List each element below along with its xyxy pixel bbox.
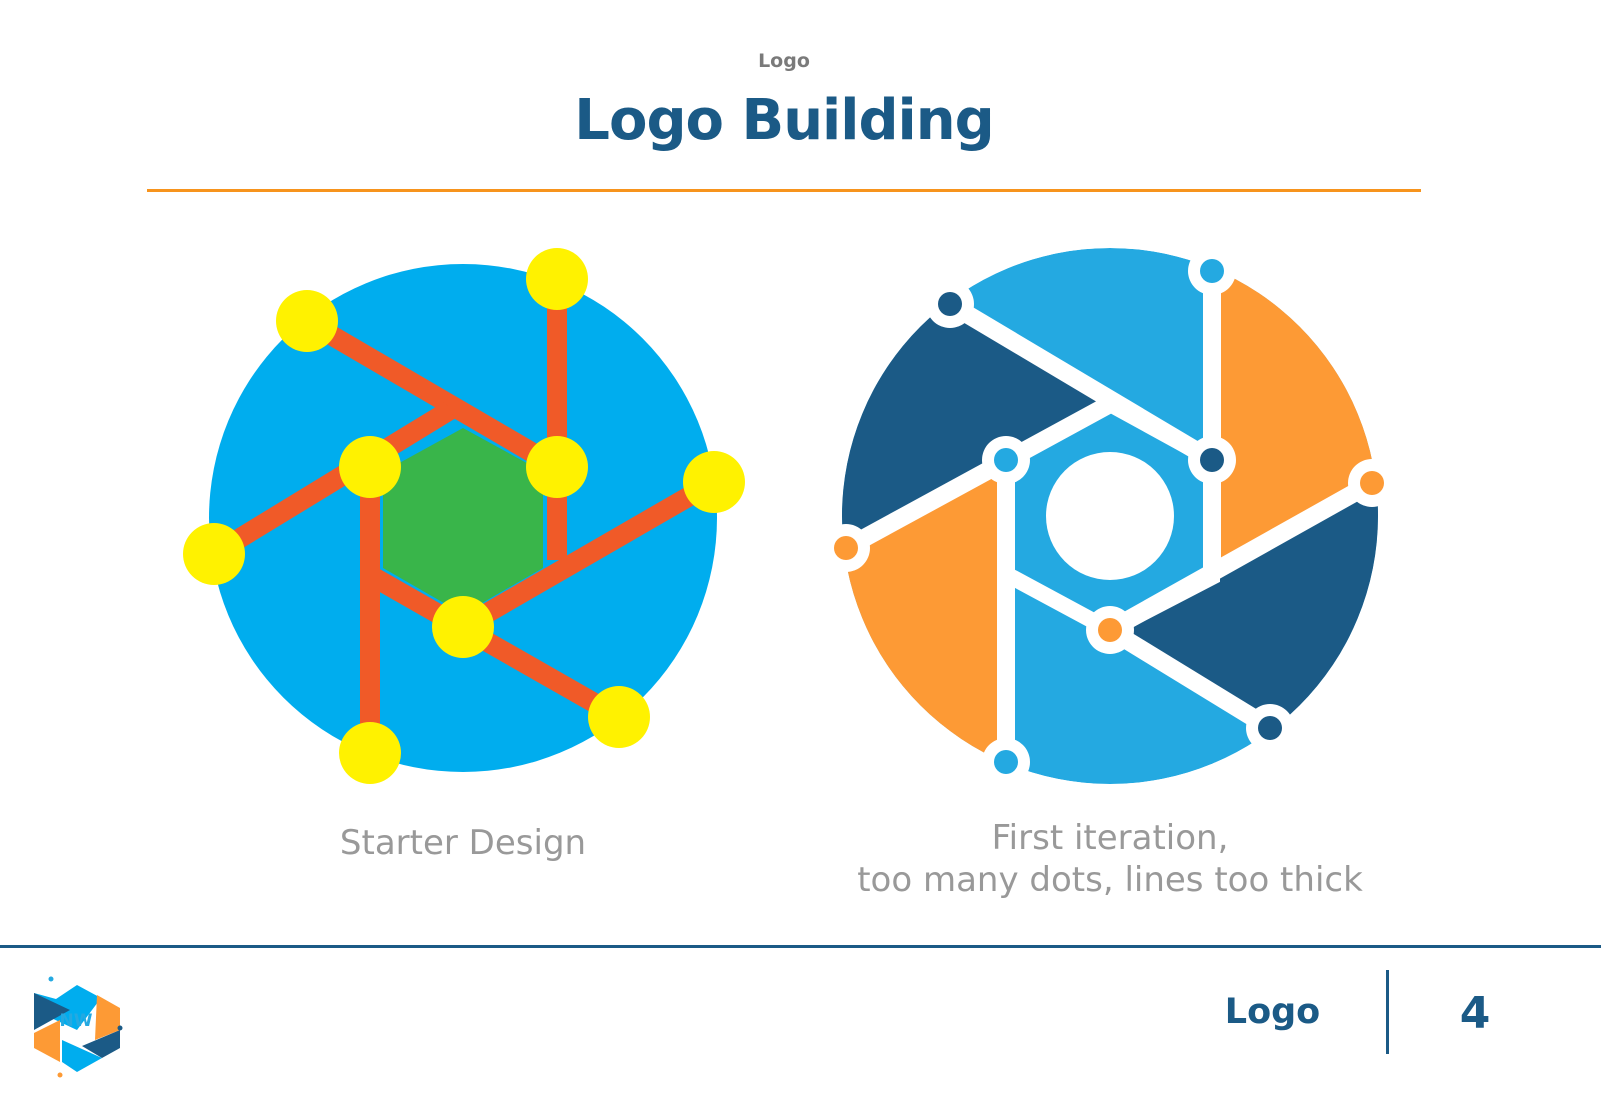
page-title: Logo Building <box>574 88 994 153</box>
first-iteration-caption: First iteration, too many dots, lines to… <box>810 817 1410 901</box>
title-divider <box>147 189 1421 192</box>
footer-vertical-divider <box>1386 970 1389 1054</box>
section-kicker: Logo <box>758 50 810 72</box>
first-iteration-logo <box>822 247 1396 786</box>
caption-line: First iteration, <box>991 818 1229 858</box>
svg-text:NW: NW <box>60 1011 93 1031</box>
starter-design-caption: Starter Design <box>339 823 587 863</box>
footer-divider <box>0 945 1601 948</box>
page-number: 4 <box>1459 988 1491 1039</box>
caption-line: too many dots, lines too thick <box>857 860 1363 900</box>
starter-design-logo <box>183 248 745 784</box>
footer-section-label: Logo <box>1224 992 1321 1032</box>
company-logo: NW <box>34 976 123 1078</box>
